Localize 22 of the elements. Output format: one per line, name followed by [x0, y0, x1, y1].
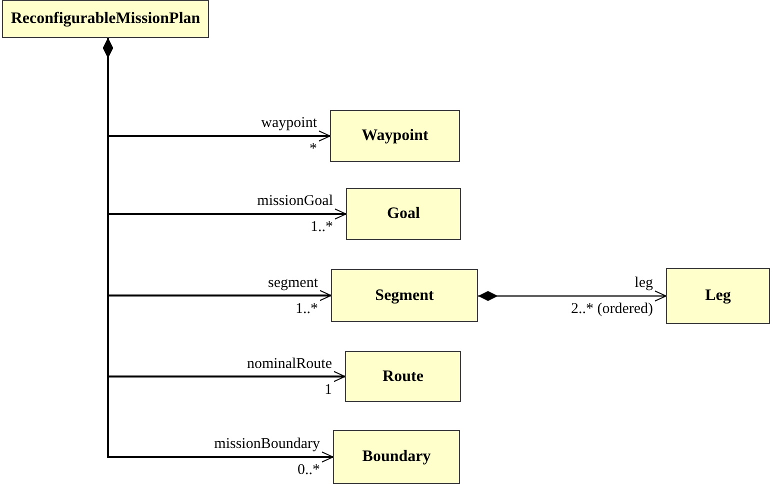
role-name: waypoint: [260, 115, 318, 131]
role-name: missionBoundary: [213, 436, 321, 452]
class-name: Leg: [705, 287, 731, 305]
class-name: Boundary: [362, 448, 431, 466]
class-box: [333, 430, 460, 484]
class-name: Segment: [375, 286, 434, 304]
class-box: [2, 0, 209, 38]
class-box: [331, 269, 478, 322]
role-name: nominalRoute: [246, 356, 333, 372]
multiplicity-label: 1..*: [294, 300, 319, 316]
class-name: ReconfigurableMissionPlan: [10, 10, 200, 28]
class-box: [330, 110, 460, 162]
class-box: [666, 268, 770, 324]
role-name: leg: [634, 275, 654, 291]
multiplicity-label: 2..* (ordered): [570, 301, 654, 317]
composition-arrow: [103, 38, 334, 462]
class-name: Goal: [387, 205, 420, 223]
class-box: [346, 188, 461, 240]
class-box: [345, 351, 461, 402]
class-name: Route: [382, 368, 424, 386]
composition-arrow: [478, 290, 666, 302]
class-name: Waypoint: [362, 127, 428, 145]
